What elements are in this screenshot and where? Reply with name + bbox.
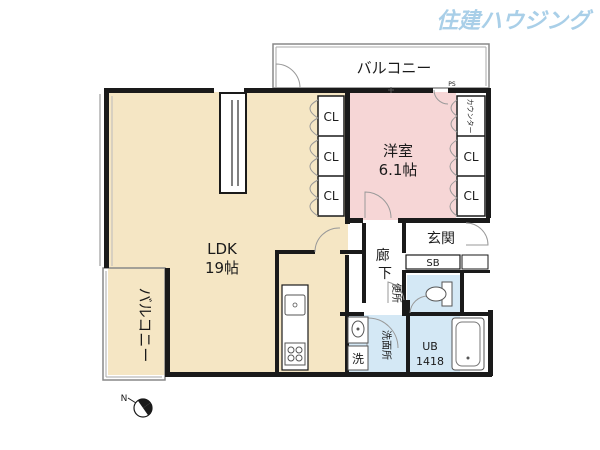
ldk-size: 19帖 [205,259,239,277]
counter-label: カウンター [466,99,475,134]
compass-icon [127,397,153,418]
bath-name: UB [422,340,438,353]
washing-machine-label: 洗 [352,352,364,366]
western-room-fill [348,92,456,220]
washing-machine-space [347,345,369,371]
door-swings [275,63,489,349]
interior-walls [275,92,492,374]
hallway-char-1: 廊 [376,247,390,264]
shoe-box-label: SB [426,258,439,269]
hallway-char-2: 下 [378,266,392,282]
toilet-fixture [425,281,453,307]
kitchen-counter [281,284,309,371]
ldk-name: LDK [207,240,238,258]
closet-label: CL [463,189,478,203]
brand-logo: 住建ハウジング [436,8,594,34]
western-room-name: 洋室 [383,142,413,160]
shoe-box [405,254,461,270]
washroom-label: 洗面所 [380,330,392,360]
closet-label: CL [323,150,338,164]
compass-north-label: N [121,394,128,404]
hallway-label: 廊 下 [376,247,394,282]
closet-label: CL [463,150,478,164]
bath-size: 1418 [416,355,444,368]
bathtub [451,317,485,371]
closet-label: CL [323,110,338,124]
top-balcony-label: バルコニー [357,59,432,77]
ldk-column [219,92,247,194]
closet-label: CL [323,189,338,203]
pipe-space-label: PS [448,81,456,88]
western-room-size: 6.1帖 [379,161,418,179]
toilet-label: 便所 [390,283,403,303]
entrance-label: 玄関 [427,230,455,247]
washbasin [347,316,369,344]
closets-right [449,95,486,217]
closets-left [309,95,345,217]
left-balcony-label: バルコニー [136,288,154,363]
